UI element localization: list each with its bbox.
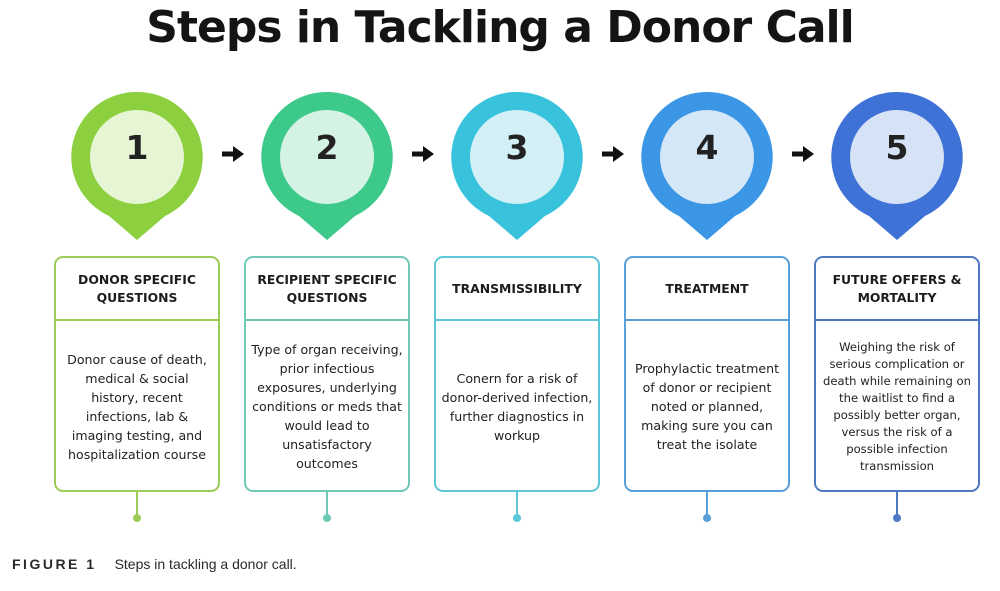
connector-stem [136, 490, 138, 516]
connector-dot [703, 514, 711, 522]
step-number: 1 [125, 128, 149, 167]
map-pin-icon [261, 91, 393, 240]
arrow-right-icon [602, 146, 624, 162]
step-number: 4 [695, 128, 719, 167]
connector-stem [326, 490, 328, 516]
step-2-card: RECIPIENT SPECIFIC QUESTIONS Type of org… [244, 256, 410, 492]
step-1: 1 DONOR SPECIFIC QUESTIONS Donor cause o… [54, 90, 220, 530]
step-description: Prophylactic treatment of donor or recip… [634, 361, 780, 452]
step-heading: DONOR SPECIFIC QUESTIONS [56, 258, 218, 321]
arrow-right-icon [222, 146, 244, 162]
step-description: Donor cause of death, medical & social h… [67, 351, 207, 462]
step-3-pin: 3 [434, 90, 600, 240]
step-4: 4 TREATMENT Prophylactic treatment of do… [624, 90, 790, 530]
step-1-pin: 1 [54, 90, 220, 240]
step-1-card: DONOR SPECIFIC QUESTIONS Donor cause of … [54, 256, 220, 492]
step-number: 5 [885, 128, 909, 167]
connector-dot [323, 514, 331, 522]
map-pin-icon [641, 91, 773, 240]
step-description: Type of organ receiving, prior infectiou… [251, 342, 403, 471]
step-3: 3 TRANSMISSIBILITY Conern for a risk of … [434, 90, 600, 530]
step-5-card: FUTURE OFFERS & MORTALITY Weighing the r… [814, 256, 980, 492]
step-number: 3 [505, 128, 529, 167]
step-heading: RECIPIENT SPECIFIC QUESTIONS [246, 258, 408, 321]
figure-title: Steps in Tackling a Donor Call [146, 2, 854, 53]
step-description: Weighing the risk of serious complicatio… [823, 339, 971, 473]
step-4-pin: 4 [624, 90, 790, 240]
step-heading: FUTURE OFFERS & MORTALITY [816, 258, 978, 321]
step-heading: TREATMENT [626, 258, 788, 321]
connector-stem [896, 490, 898, 516]
step-number: 2 [315, 128, 339, 167]
step-2: 2 RECIPIENT SPECIFIC QUESTIONS Type of o… [244, 90, 410, 530]
figure-caption: FIGURE 1 Steps in tackling a donor call. [12, 555, 297, 573]
connector-stem [706, 490, 708, 516]
arrow-right-icon [792, 146, 814, 162]
map-pin-icon [71, 91, 203, 240]
caption-text: Steps in tackling a donor call. [114, 556, 297, 572]
step-4-card: TREATMENT Prophylactic treatment of dono… [624, 256, 790, 492]
map-pin-icon [451, 91, 583, 240]
step-description: Conern for a risk of donor-derived infec… [441, 370, 593, 443]
arrow-right-icon [412, 146, 434, 162]
caption-label: FIGURE 1 [12, 556, 97, 572]
step-5: 5 FUTURE OFFERS & MORTALITY Weighing the… [814, 90, 980, 530]
map-pin-icon [831, 91, 963, 240]
step-heading: TRANSMISSIBILITY [436, 258, 598, 321]
connector-dot [133, 514, 141, 522]
step-3-card: TRANSMISSIBILITY Conern for a risk of do… [434, 256, 600, 492]
connector-dot [513, 514, 521, 522]
step-2-pin: 2 [244, 90, 410, 240]
connector-dot [893, 514, 901, 522]
step-5-pin: 5 [814, 90, 980, 240]
connector-stem [516, 490, 518, 516]
